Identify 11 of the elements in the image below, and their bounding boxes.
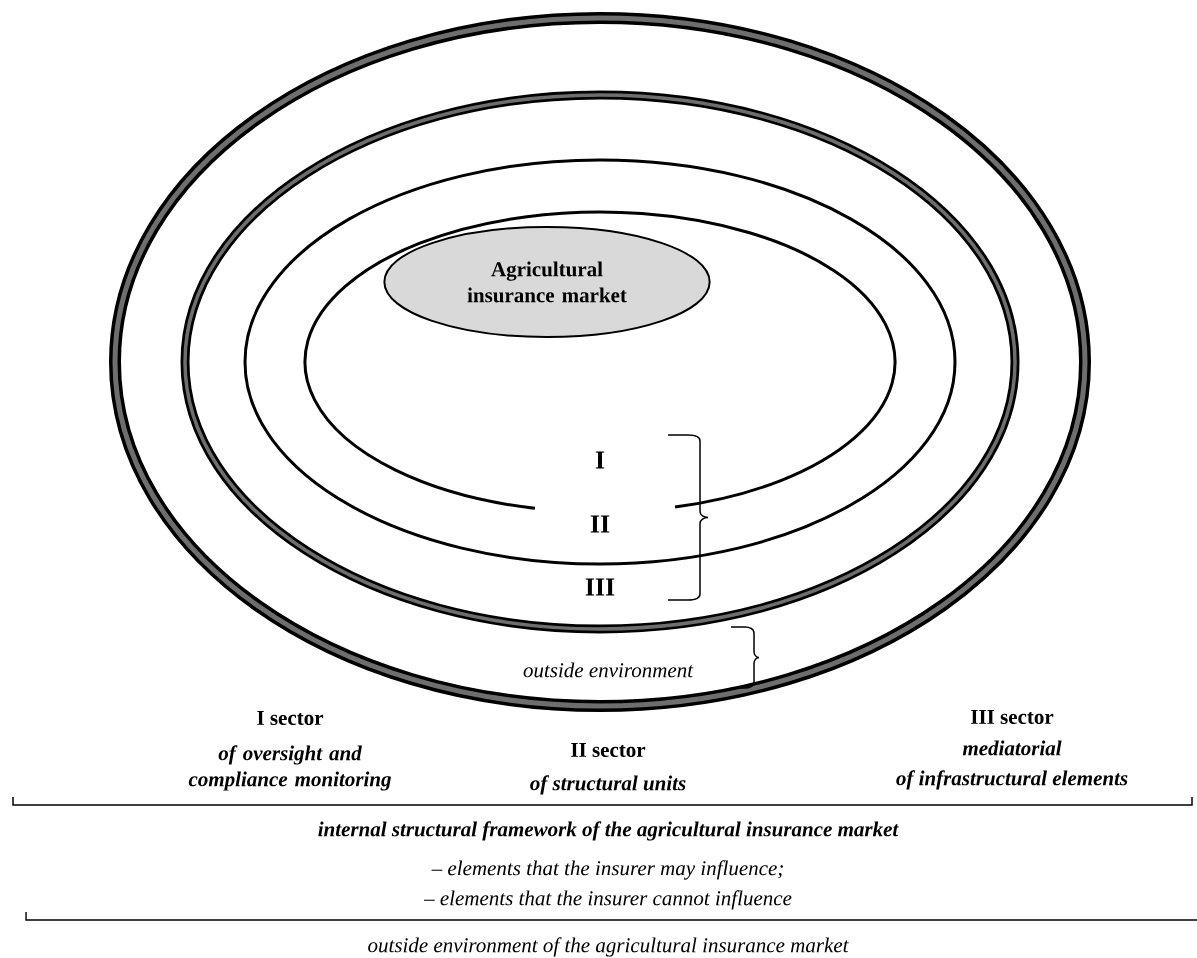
label-text: of infrastructural elements (896, 770, 1128, 790)
label-text: I sector (257, 711, 324, 725)
label-text: III sector (971, 710, 1054, 724)
label-text: internal structural framework of the agricultural insurance market (318, 821, 899, 841)
label-text: – elements that the insurer may influence; (431, 860, 783, 880)
label-text: mediatorial (962, 740, 1062, 756)
label-text: – elements that the insurer cannot influence (423, 890, 792, 910)
label-text: II sector (571, 743, 646, 757)
label-text: outside environment of the agricultural insurance market (368, 937, 849, 957)
label-text: of oversight and compliance monitoring (188, 745, 391, 791)
label-text: of structural units (530, 775, 686, 795)
